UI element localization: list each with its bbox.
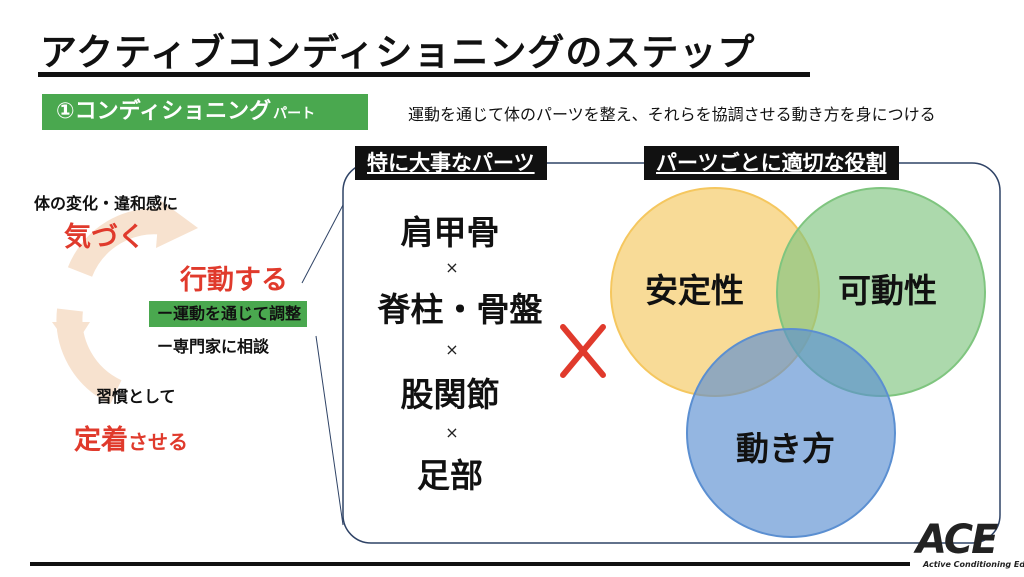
venn-circle-movement: [686, 328, 896, 538]
part-badge-sub: パート: [273, 106, 316, 122]
cycle-arrow-bottom: [56, 308, 122, 404]
cycle-act-main: 行動する: [180, 265, 288, 296]
venn-diagram: [610, 187, 986, 538]
key-part-item: 脊柱・骨盤: [377, 290, 543, 329]
part-badge: ①コンディショニング パート: [42, 94, 368, 130]
title-underline: [38, 72, 810, 77]
venn-label-stability: 安定性: [645, 271, 744, 310]
key-parts-label: 特に大事なパーツ: [355, 146, 547, 180]
cycle-act-item-exercise: ー運動を通じて調整: [149, 301, 308, 327]
key-part-separator: ×: [445, 340, 459, 359]
venn-label-mobility: 可動性: [838, 271, 937, 310]
footer-line: [30, 562, 910, 566]
multiply-cross-icon: [560, 324, 606, 378]
key-part-item: 股関節: [400, 375, 500, 414]
venn-label-movement: 動き方: [736, 429, 835, 468]
cycle-arrowhead-bottom: [52, 322, 90, 350]
part-description: 運動を通じて体のパーツを整え、それらを協調させる動き方を身につける: [408, 105, 936, 124]
cycle-notice-main: 気づく: [64, 222, 145, 253]
page-title: アクティブコンディショニングのステップ: [40, 31, 756, 74]
cycle-habit-main: 定着させる: [74, 418, 188, 457]
cycle-arrow-top: [67, 208, 167, 278]
connector-line-top: [301, 204, 344, 284]
cycle-habit-suffix: させる: [128, 430, 188, 454]
key-part-separator: ×: [445, 258, 459, 277]
cycle-notice-sub: 体の変化・違和感に: [34, 194, 179, 213]
cycle-habit-main-word: 定着: [74, 425, 128, 456]
ace-logo: ACE: [916, 517, 998, 563]
cycle-arrowhead-top: [156, 200, 198, 248]
connector-line-bottom: [315, 335, 344, 526]
key-part-separator: ×: [445, 423, 459, 442]
cycle-arrows-icon: [56, 208, 167, 404]
ace-logo-text: Active Conditioning Editors: [923, 560, 1024, 569]
key-part-item: 足部: [417, 456, 483, 495]
cycle-act-item-consult: ー専門家に相談: [157, 337, 270, 356]
part-badge-label: ①コンディショニング: [56, 99, 272, 124]
roles-label: パーツごとに適切な役割: [644, 146, 899, 180]
cycle-habit-sub: 習慣として: [96, 387, 176, 406]
key-part-item: 肩甲骨: [400, 213, 500, 252]
